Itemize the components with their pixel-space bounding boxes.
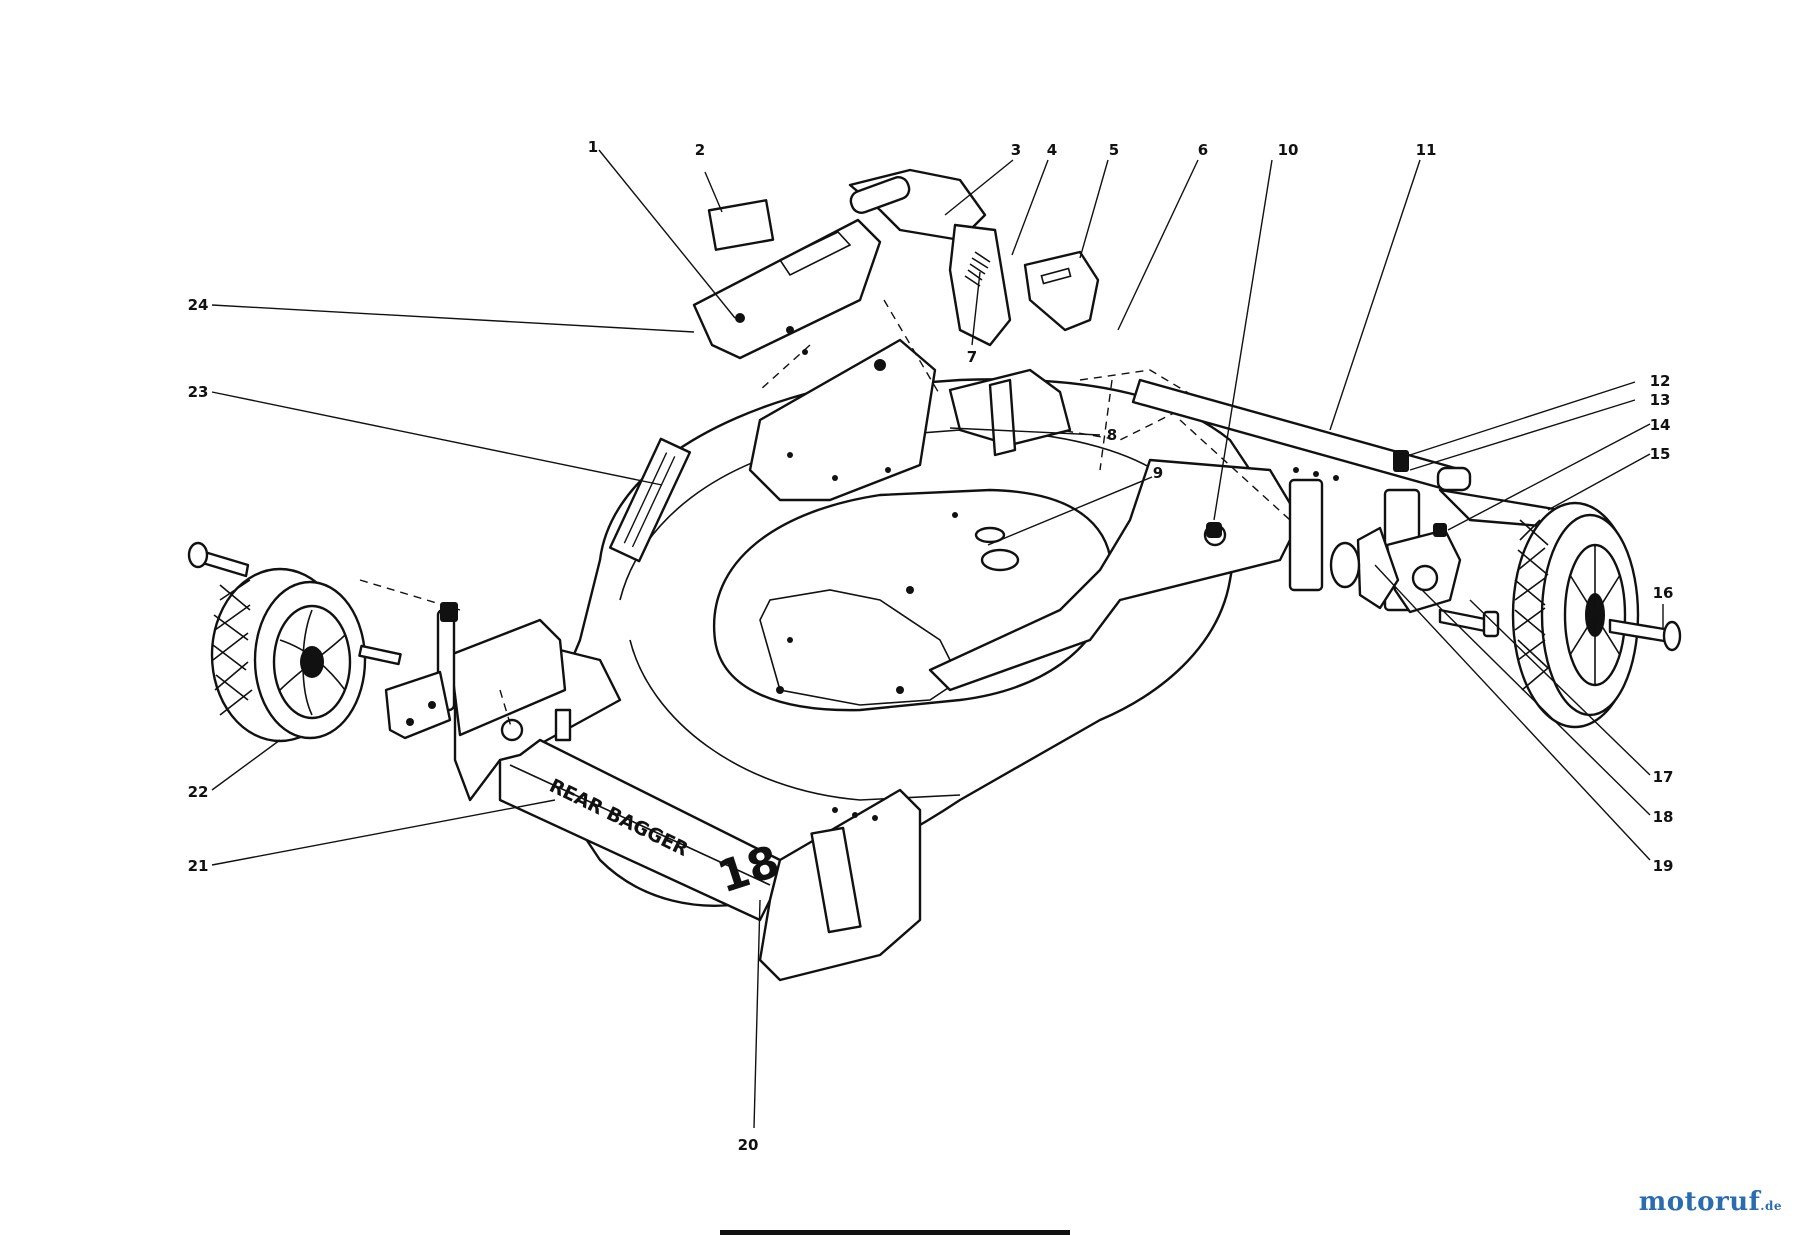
cropped-caption-fragment [720, 1230, 1070, 1235]
leader-lines [211, 149, 1664, 1129]
callout-labels: 1 2 3 4 5 6 7 8 9 10 11 12 13 14 15 16 1… [188, 138, 1674, 1154]
callout-5: 5 [1109, 141, 1119, 159]
height-adjuster-left [384, 602, 458, 740]
callout-6: 6 [1198, 141, 1208, 159]
callout-18: 18 [1653, 808, 1674, 826]
callout-17: 17 [1653, 768, 1674, 786]
wheel-right [1511, 501, 1682, 729]
callout-15: 15 [1650, 445, 1671, 463]
callout-23: 23 [188, 383, 209, 401]
watermark-brand: motoruf [1638, 1187, 1761, 1217]
nut-right [1433, 523, 1447, 537]
callout-24: 24 [188, 296, 209, 314]
callout-13: 13 [1650, 391, 1671, 409]
mower-deck: REAR BAGGER 18 [448, 378, 1421, 982]
watermark-suffix: .de [1760, 1199, 1782, 1213]
callout-9: 9 [1153, 464, 1163, 482]
wheel-left [187, 541, 402, 743]
warning-decal [608, 437, 692, 563]
callout-4: 4 [1047, 141, 1057, 159]
callout-1: 1 [588, 138, 598, 156]
callout-3: 3 [1011, 141, 1021, 159]
nut [1206, 522, 1222, 538]
handle-bracket-assembly [359, 168, 1291, 731]
callout-2: 2 [695, 141, 705, 159]
callout-16: 16 [1653, 584, 1674, 602]
callout-10: 10 [1278, 141, 1299, 159]
callout-11: 11 [1416, 141, 1437, 159]
watermark-logo: motoruf.de [1639, 1187, 1782, 1217]
rod-clip [1393, 450, 1409, 472]
callout-8: 8 [1107, 426, 1117, 444]
callout-14: 14 [1650, 416, 1671, 434]
callout-20: 20 [738, 1136, 759, 1154]
callout-7: 7 [967, 348, 977, 366]
callout-21: 21 [188, 857, 209, 875]
callout-12: 12 [1650, 372, 1671, 390]
callout-22: 22 [188, 783, 209, 801]
callout-19: 19 [1653, 857, 1674, 875]
